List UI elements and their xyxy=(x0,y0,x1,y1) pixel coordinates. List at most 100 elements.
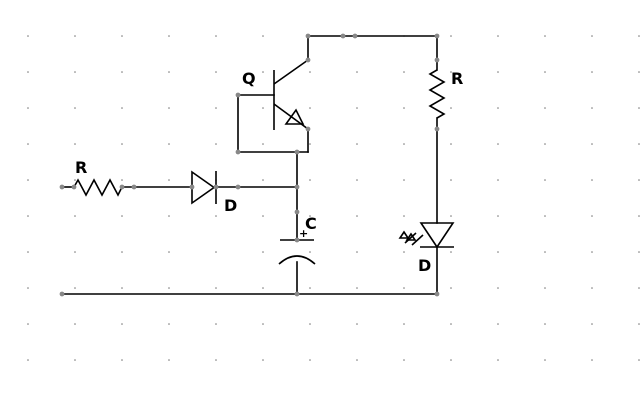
grid-dot xyxy=(27,179,29,181)
connection-node xyxy=(305,126,311,132)
grid-dot xyxy=(356,323,358,325)
grid-dot xyxy=(215,143,217,145)
grid-dot xyxy=(27,71,29,73)
diode: D xyxy=(191,170,237,215)
connection-node xyxy=(352,33,358,39)
grid-dot xyxy=(638,359,640,361)
grid-dot xyxy=(215,251,217,253)
grid-dot xyxy=(121,143,123,145)
grid-dot xyxy=(450,323,452,325)
grid-dot xyxy=(74,71,76,73)
background-grid xyxy=(27,35,640,361)
grid-dot xyxy=(309,71,311,73)
grid-dot xyxy=(262,323,264,325)
grid-dot xyxy=(450,215,452,217)
connection-node xyxy=(119,184,125,190)
grid-dot xyxy=(309,143,311,145)
grid-dot xyxy=(544,71,546,73)
grid-dot xyxy=(403,215,405,217)
grid-dot xyxy=(121,215,123,217)
grid-dot xyxy=(309,287,311,289)
grid-dot xyxy=(121,359,123,361)
grid-dot xyxy=(544,215,546,217)
connection-node xyxy=(294,209,300,215)
grid-dot xyxy=(544,251,546,253)
grid-dot xyxy=(121,107,123,109)
connection-node xyxy=(434,291,440,297)
collector-resistor-label: R xyxy=(451,69,463,88)
connection-node xyxy=(294,149,300,155)
connection-node xyxy=(294,291,300,297)
connection-node xyxy=(189,184,195,190)
grid-dot xyxy=(309,215,311,217)
connection-node xyxy=(434,57,440,63)
grid-dot xyxy=(121,179,123,181)
led-icon xyxy=(398,222,455,249)
grid-dot xyxy=(74,107,76,109)
grid-dot xyxy=(168,215,170,217)
grid-dot xyxy=(262,35,264,37)
grid-dot xyxy=(356,179,358,181)
grid-dot xyxy=(168,323,170,325)
grid-dot xyxy=(262,215,264,217)
grid-dot xyxy=(27,323,29,325)
grid-dot xyxy=(262,107,264,109)
grid-dot xyxy=(262,179,264,181)
grid-dot xyxy=(450,71,452,73)
resistor-icon xyxy=(428,69,446,119)
grid-dot xyxy=(309,251,311,253)
grid-dot xyxy=(450,287,452,289)
grid-dot xyxy=(356,107,358,109)
connection-node xyxy=(235,92,241,98)
grid-dot xyxy=(74,287,76,289)
grid-dot xyxy=(168,71,170,73)
wires xyxy=(61,35,438,295)
grid-dot xyxy=(638,35,640,37)
grid-dot xyxy=(638,251,640,253)
grid-dot xyxy=(168,143,170,145)
grid-dot xyxy=(497,179,499,181)
grid-dot xyxy=(638,179,640,181)
grid-dot xyxy=(121,251,123,253)
connection-node xyxy=(434,33,440,39)
connection-node xyxy=(294,184,300,190)
grid-dot xyxy=(356,71,358,73)
grid-dot xyxy=(74,359,76,361)
connection-node xyxy=(305,57,311,63)
grid-dot xyxy=(215,71,217,73)
grid-dot xyxy=(215,323,217,325)
grid-dot xyxy=(215,107,217,109)
grid-dot xyxy=(497,107,499,109)
input-resistor-label: R xyxy=(75,158,87,177)
grid-dot xyxy=(74,323,76,325)
grid-dot xyxy=(497,287,499,289)
input-resistor: R xyxy=(73,158,123,197)
connection-node xyxy=(71,184,77,190)
grid-dot xyxy=(215,35,217,37)
grid-dot xyxy=(591,179,593,181)
capacitor-polarity-mark: + xyxy=(299,227,308,240)
grid-dot xyxy=(544,287,546,289)
grid-dot xyxy=(544,107,546,109)
grid-dot xyxy=(262,143,264,145)
connection-node xyxy=(305,33,311,39)
grid-dot xyxy=(497,251,499,253)
grid-dot xyxy=(215,215,217,217)
resistor-icon xyxy=(73,178,123,197)
grid-dot xyxy=(591,35,593,37)
grid-dot xyxy=(262,287,264,289)
grid-dot xyxy=(262,251,264,253)
grid-dot xyxy=(74,251,76,253)
grid-dot xyxy=(638,287,640,289)
grid-dot xyxy=(450,143,452,145)
connection-nodes xyxy=(59,33,440,297)
grid-dot xyxy=(121,287,123,289)
grid-dot xyxy=(591,143,593,145)
diode-label: D xyxy=(224,196,237,215)
grid-dot xyxy=(450,359,452,361)
connection-node xyxy=(294,237,300,243)
grid-dot xyxy=(27,251,29,253)
grid-dot xyxy=(168,287,170,289)
grid-dot xyxy=(356,287,358,289)
